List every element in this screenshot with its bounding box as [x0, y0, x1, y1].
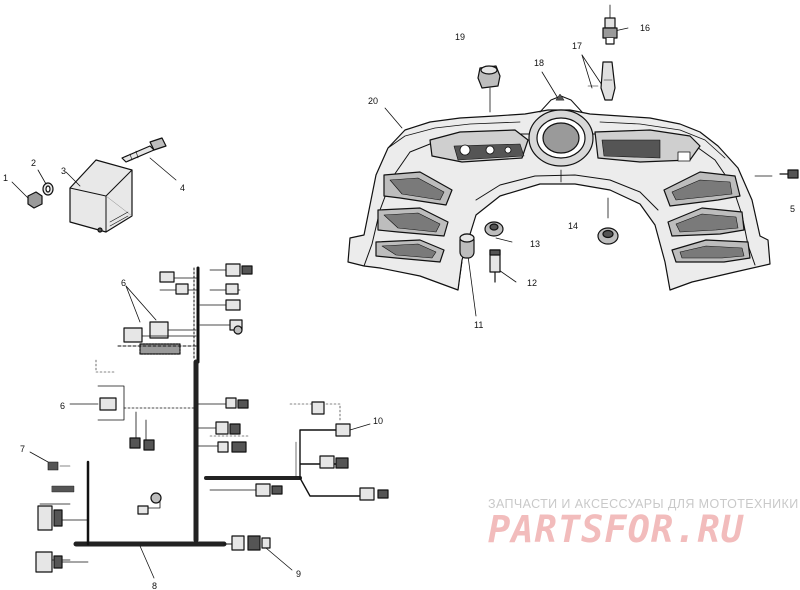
callout-10: 10 [373, 416, 383, 426]
washer-part-2 [42, 182, 54, 196]
callout-labels: 1 2 3 4 5 6 6 7 8 9 10 11 12 13 14 16 17… [3, 23, 795, 590]
callout-14: 14 [568, 221, 578, 231]
callout-4: 4 [180, 183, 185, 193]
callout-11: 11 [474, 320, 483, 330]
socket-part-17 [587, 61, 616, 101]
bulb-part-16 [602, 4, 618, 45]
wiring-harness [35, 263, 389, 573]
leader-20 [384, 107, 403, 129]
grommet-part-14 [597, 227, 619, 245]
callout-6-lower: 6 [60, 401, 65, 411]
callout-16: 16 [640, 23, 650, 33]
module-part-3 [69, 159, 133, 233]
leader-11 [467, 255, 477, 317]
callout-5: 5 [790, 204, 795, 214]
callout-1: 1 [3, 173, 8, 183]
callout-18: 18 [534, 58, 544, 68]
callout-9: 9 [296, 569, 301, 579]
callout-6-upper: 6 [121, 278, 126, 288]
leader-13 [495, 237, 513, 243]
dashboard-console [347, 95, 771, 291]
capsule-part-11 [459, 233, 475, 259]
callout-17: 17 [572, 41, 582, 51]
knob-part-19 [477, 65, 501, 89]
callout-13: 13 [530, 239, 540, 249]
callout-20: 20 [368, 96, 378, 106]
watermark-brand-logo: PARTSFOR.RU [488, 508, 745, 551]
callout-3: 3 [61, 166, 66, 176]
callout-7: 7 [20, 444, 25, 454]
watermark-tagline: ЗАПЧАСТИ И АКСЕССУАРЫ ДЛЯ МОТОТЕХНИКИ [488, 497, 799, 511]
fuse-part-12 [489, 249, 501, 283]
nut-part-1 [27, 191, 43, 209]
leader-17b [581, 54, 593, 89]
screw-part-15 [779, 169, 799, 179]
bolt-part-4 [121, 137, 167, 163]
callout-2: 2 [31, 158, 36, 168]
callout-12: 12 [527, 278, 537, 288]
nut-part-13 [484, 221, 504, 237]
leader-18 [541, 71, 560, 101]
callout-8: 8 [152, 581, 157, 590]
callout-19: 19 [455, 32, 465, 42]
leader-17a [581, 54, 605, 89]
